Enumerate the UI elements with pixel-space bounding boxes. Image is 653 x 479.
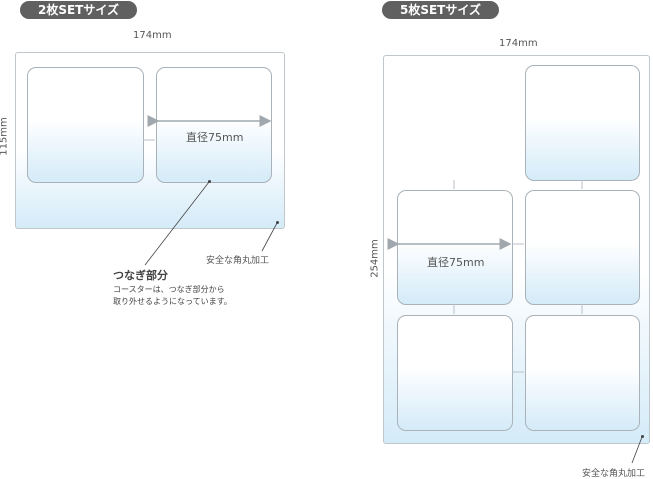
two-set-badge: 2枚SETサイズ bbox=[20, 1, 137, 19]
two-set-corner-label: 安全な角丸加工 bbox=[206, 256, 270, 266]
two-set-joint-desc-1: コースターは、つなぎ部分から bbox=[113, 285, 225, 294]
two-set-coaster-left bbox=[27, 67, 144, 183]
five-set-corner-connector bbox=[631, 436, 643, 464]
five-set-badge: 5枚SETサイズ bbox=[382, 1, 499, 19]
two-set-joint-dot bbox=[208, 180, 211, 183]
five-set-diameter-label: 直径75mm bbox=[427, 256, 485, 269]
two-set-corner-dot bbox=[276, 221, 279, 224]
two-set-diameter-label: 直径75mm bbox=[186, 131, 244, 144]
five-set-coaster-bottom-left bbox=[397, 315, 513, 431]
two-set-joint-desc-2: 取り外せるようになっています。 bbox=[113, 297, 232, 306]
five-set-corner-label: 安全な角丸加工 bbox=[582, 469, 646, 479]
five-set-sheet bbox=[383, 55, 650, 444]
two-set-joint-title: つなぎ部分 bbox=[113, 269, 168, 282]
two-set-joint-connector bbox=[144, 181, 210, 266]
two-set-corner-connector bbox=[261, 222, 278, 252]
five-set-coaster-mid-right bbox=[525, 190, 640, 305]
five-set-width-label: 174mm bbox=[499, 38, 538, 49]
five-set-corner-dot bbox=[641, 435, 644, 438]
five-set-coaster-bottom-right bbox=[525, 315, 640, 431]
two-set-width-label: 174mm bbox=[133, 30, 172, 41]
